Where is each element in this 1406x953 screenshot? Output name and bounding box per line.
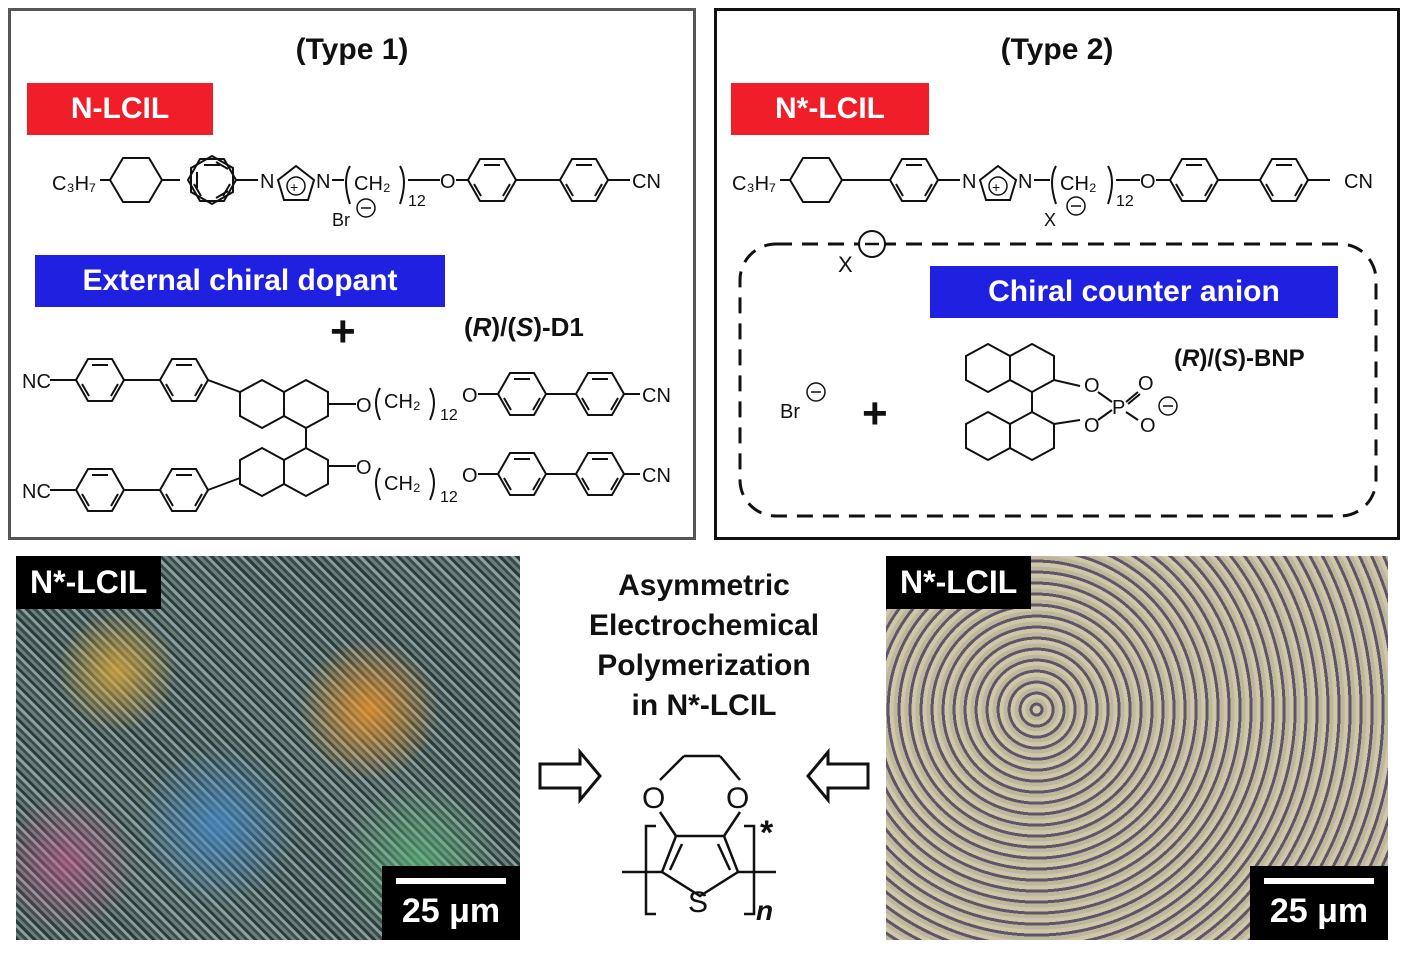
c3h7-label: C₃H₇ <box>52 173 96 195</box>
d1-name: (R)/(S)-D1 <box>464 312 584 342</box>
svg-text:X: X <box>1044 210 1056 230</box>
svg-text:O: O <box>462 465 478 487</box>
svg-text:O: O <box>1084 415 1100 437</box>
svg-text:O: O <box>1084 375 1100 397</box>
left-micrograph-label: N*-LCIL <box>16 556 162 609</box>
svg-text:Br: Br <box>332 210 350 230</box>
caption-line-4: in N*-LCIL <box>631 689 777 722</box>
svg-text:12: 12 <box>440 407 458 424</box>
left-scale-bar: 25 μm <box>382 866 520 940</box>
svg-text:NC: NC <box>22 371 51 393</box>
right-micrograph: N*-LCIL 25 μm <box>886 556 1388 940</box>
svg-text:O: O <box>356 395 372 417</box>
caption-line-2: Electrochemical <box>588 609 820 642</box>
svg-text:CN: CN <box>642 385 671 407</box>
svg-text:CN: CN <box>632 171 661 193</box>
svg-text:O: O <box>1138 373 1154 395</box>
type2-panel: (Type 2) N*-LCIL <box>714 8 1400 540</box>
type2-plus: + <box>862 389 888 438</box>
svg-text:CH₂: CH₂ <box>384 391 421 413</box>
svg-text:N: N <box>316 171 330 193</box>
chiral-counter-anion-tag: Chiral counter anion <box>930 266 1338 318</box>
n-star-lcil-tag: N*-LCIL <box>731 83 929 135</box>
svg-text:CN: CN <box>642 465 671 487</box>
caption-line-3: Polymerization <box>597 649 811 682</box>
bnp-name: (R)/(S)-BNP <box>1174 345 1305 372</box>
left-scale-value: 25 μm <box>401 892 501 930</box>
svg-text:O: O <box>1140 171 1156 193</box>
n-atom: N <box>260 171 274 193</box>
anion-x-label: X <box>838 252 853 277</box>
right-scale-value: 25 μm <box>1269 892 1369 930</box>
svg-text:+: + <box>992 179 1000 195</box>
svg-text:NC: NC <box>22 481 51 503</box>
type2-title: (Type 2) <box>1000 33 1114 66</box>
center-caption: Asymmetric Electrochemical Polymerizatio… <box>540 566 868 726</box>
svg-text:12: 12 <box>440 489 458 506</box>
svg-text:P: P <box>1112 397 1125 419</box>
svg-text:O: O <box>642 782 665 815</box>
type1-panel: (Type 1) N-LCIL External chiral dopant <box>8 8 696 540</box>
svg-text:O: O <box>440 171 456 193</box>
type1-lcil-structure: C₃H₇ N + N CH₂ 12 O CN Br <box>52 155 661 230</box>
type1-title: (Type 1) <box>295 33 409 66</box>
svg-text:O: O <box>726 782 749 815</box>
svg-text:CH₂: CH₂ <box>384 473 421 495</box>
svg-text:n: n <box>756 895 773 926</box>
external-chiral-dopant-tag: External chiral dopant <box>35 255 445 307</box>
pedot-structure: O O S n * <box>622 754 776 926</box>
right-arrow-icon <box>538 747 602 805</box>
svg-text:CH₂: CH₂ <box>354 173 391 195</box>
svg-text:S: S <box>688 886 708 919</box>
left-arrow-icon <box>806 747 870 805</box>
svg-text:CN: CN <box>1344 171 1373 193</box>
svg-text:N: N <box>1018 171 1032 193</box>
svg-text:C₃H₇: C₃H₇ <box>732 173 776 195</box>
anion-dashed-box <box>738 242 1378 518</box>
left-micrograph: N*-LCIL 25 μm <box>16 556 520 940</box>
right-scale-bar: 25 μm <box>1250 866 1388 940</box>
svg-text:O: O <box>462 385 478 407</box>
n-lcil-tag: N-LCIL <box>27 83 213 135</box>
svg-text:12: 12 <box>408 193 426 210</box>
svg-text:N: N <box>962 171 976 193</box>
d1-dopant-structure: NC O CH₂ 12 O CN NC O CH₂ <box>22 358 671 512</box>
caption-line-1: Asymmetric <box>618 569 790 602</box>
svg-text:CH₂: CH₂ <box>1060 173 1097 195</box>
svg-text:O: O <box>1140 415 1156 437</box>
type1-plus: + <box>330 307 356 356</box>
svg-text:*: * <box>760 814 774 852</box>
svg-text:12: 12 <box>1116 193 1134 210</box>
br-anion: Br <box>780 401 800 423</box>
type2-lcil-structure: C₃H₇ N + N CH₂ 12 O CN X <box>732 157 1373 230</box>
svg-text:+: + <box>290 179 298 195</box>
bnp-structure: O O P O O <box>965 342 1178 462</box>
right-micrograph-label: N*-LCIL <box>886 556 1032 609</box>
svg-text:O: O <box>356 457 372 479</box>
